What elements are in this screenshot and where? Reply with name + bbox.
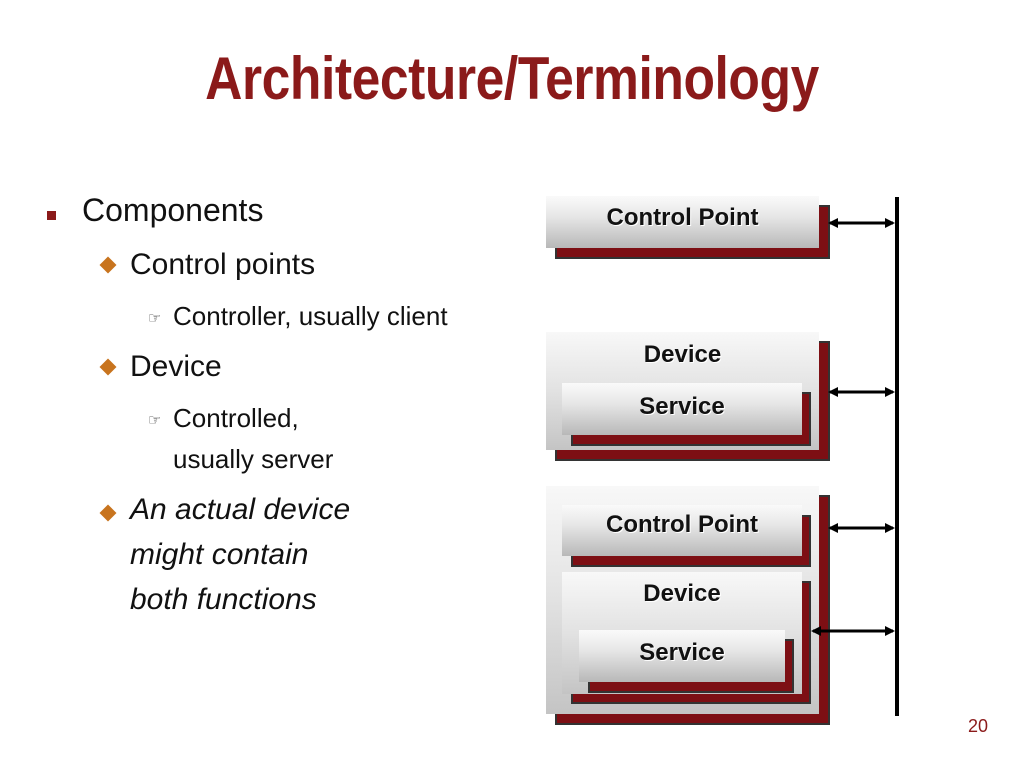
square-bullet-icon (47, 211, 56, 220)
bullet-controller: Controller, usually client (173, 301, 448, 331)
device-label: Device (643, 341, 722, 368)
service-box (562, 383, 802, 435)
combined-service-label: Service (639, 639, 725, 666)
bullet-actual-line1: An actual device (130, 493, 351, 526)
bullet-actual-line3: both functions (130, 583, 317, 616)
control-point-box (546, 196, 819, 248)
bullet-controlled-line2: usually server (173, 444, 334, 474)
bullet-controlled-line1: Controlled, (173, 403, 299, 433)
bullet-actual-line2: might contain (130, 538, 309, 571)
control-point-label: Control Point (606, 204, 759, 231)
pointing-hand-icon: ☞ (148, 309, 162, 327)
pointing-hand-icon: ☞ (148, 411, 162, 429)
combined-device-label: Device (643, 580, 721, 607)
service-label: Service (639, 393, 725, 420)
bullet-control-points: Control points (130, 248, 316, 281)
combined-service-box (579, 630, 785, 682)
slide-title: Architecture/Terminology (205, 45, 819, 112)
combined-control-point-box (562, 505, 802, 556)
bullet-device: Device (130, 350, 222, 383)
combined-control-point-label: Control Point (606, 511, 758, 538)
bullet-components: Components (82, 192, 264, 228)
page-number: 20 (967, 716, 988, 736)
